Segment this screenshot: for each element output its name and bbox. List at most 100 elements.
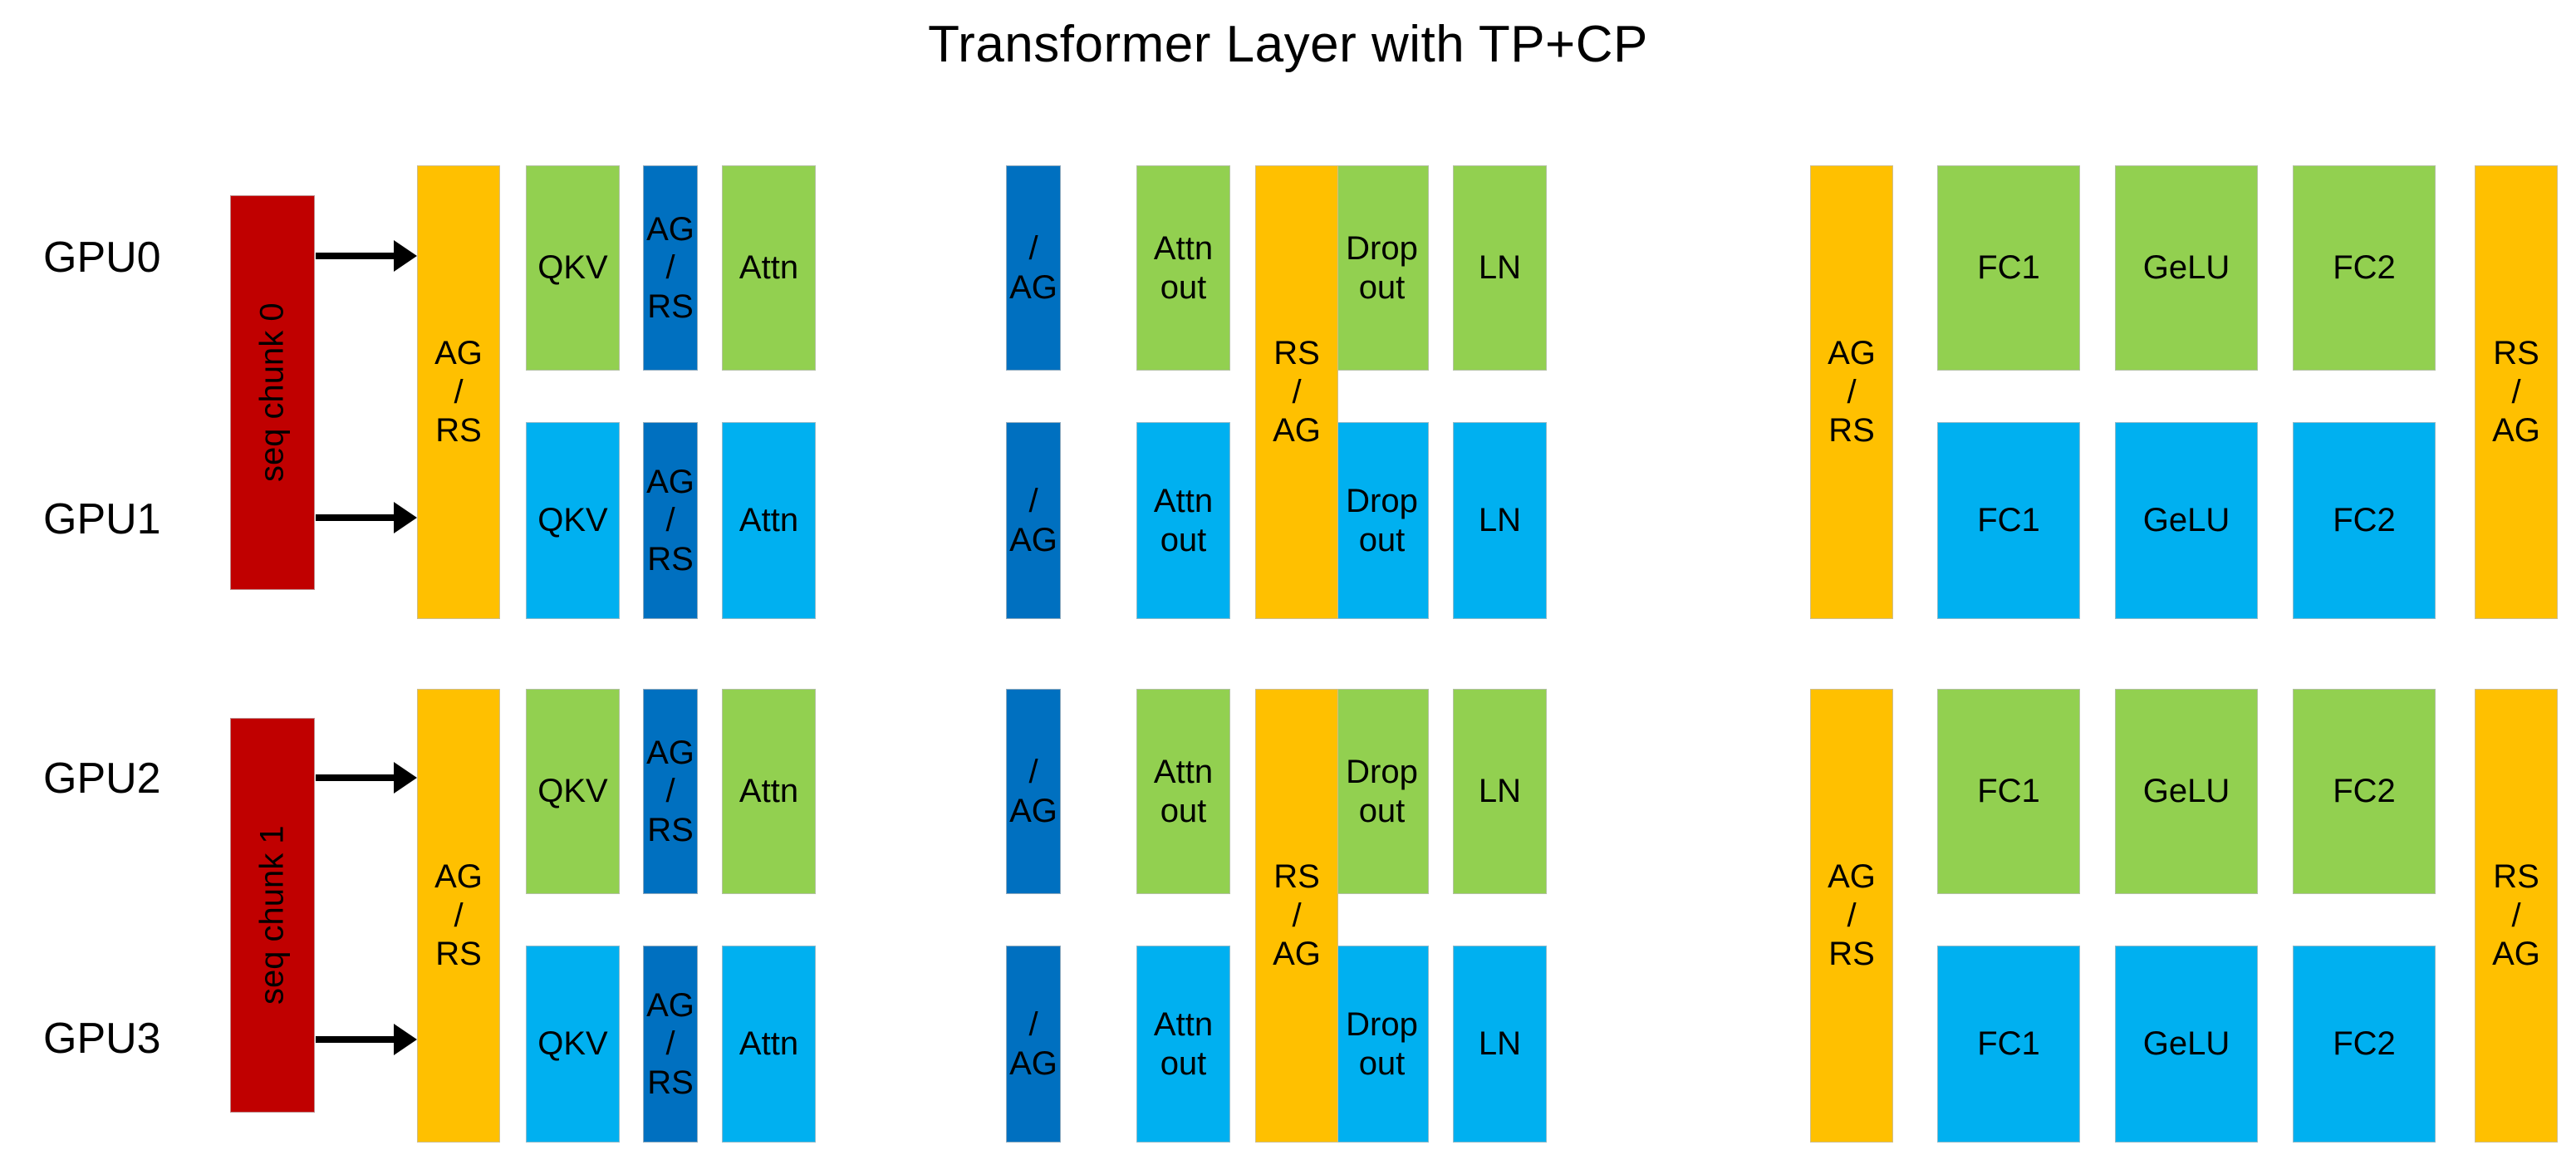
seq-chunk-1-box: seq chunk 1	[230, 718, 315, 1113]
block-label: Attn	[738, 1025, 799, 1063]
block-gpu0-attn-out: Attn out	[1136, 165, 1230, 371]
block-label: FC2	[2333, 1025, 2396, 1063]
block-label: / AG	[1009, 754, 1057, 829]
block-label: Drop out	[1346, 483, 1418, 558]
block-gpu3-dropout: Drop out	[1335, 946, 1429, 1143]
block-gpu3-qkv: QKV	[526, 946, 620, 1143]
block-gpu1-ag-rs-1: AG / RS	[643, 422, 698, 619]
block-label: QKV	[537, 502, 608, 539]
block-gpu2-fc1: FC1	[1937, 689, 2080, 894]
spanning-col-label: AG / RS	[434, 858, 483, 973]
block-label: Drop out	[1346, 230, 1418, 306]
block-gpu0-ln: LN	[1453, 165, 1547, 371]
block-label: FC2	[2333, 773, 2396, 810]
block-gpu3-ag-rs-1: AG / RS	[643, 946, 698, 1143]
spanning-col-rs-ag-out-bot: RS / AG	[2475, 689, 2558, 1143]
seq-chunk-1-label: seq chunk 1	[253, 825, 291, 1005]
block-gpu1-attn-out: Attn out	[1136, 422, 1230, 619]
block-gpu3-ln: LN	[1453, 946, 1547, 1143]
block-gpu0-attn: Attn	[722, 165, 816, 371]
spanning-col-rs-ag-out-top: RS / AG	[2475, 165, 2558, 619]
spanning-col-ag-rs-mlp-bot: AG / RS	[1810, 689, 1893, 1143]
block-gpu0-gelu: GeLU	[2115, 165, 2258, 371]
block-label: FC2	[2333, 249, 2396, 287]
block-gpu1-ln: LN	[1453, 422, 1547, 619]
page-title: Transformer Layer with TP+CP	[928, 16, 1648, 73]
block-label: FC1	[1977, 1025, 2040, 1063]
block-label: Attn	[738, 249, 799, 287]
block-label: GeLU	[2142, 249, 2230, 287]
block-label: Attn out	[1153, 230, 1214, 306]
block-gpu1-attn: Attn	[722, 422, 816, 619]
block-label: AG / RS	[646, 986, 694, 1101]
block-label: LN	[1478, 249, 1522, 287]
spanning-col-label: RS / AG	[1273, 335, 1321, 450]
block-label: AG / RS	[646, 734, 694, 848]
spanning-col-rs-ag-mid-top: RS / AG	[1255, 165, 1338, 619]
block-label: Drop out	[1346, 754, 1418, 829]
seq-chunk-0-box: seq chunk 0	[230, 195, 315, 590]
block-gpu2-attn-out: Attn out	[1136, 689, 1230, 894]
spanning-col-cp-ag-rs-in-top: AG / RS	[417, 165, 500, 619]
block-gpu0-ag-rs-1: AG / RS	[643, 165, 698, 371]
gpu-label-gpu1: GPU1	[43, 495, 161, 543]
block-label: LN	[1478, 1025, 1522, 1063]
block-gpu2-attn: Attn	[722, 689, 816, 894]
block-label: FC1	[1977, 502, 2040, 539]
block-label: GeLU	[2142, 1025, 2230, 1063]
block-gpu3-attn-out: Attn out	[1136, 946, 1230, 1143]
block-label: Attn	[738, 773, 799, 810]
input-arrow-gpu2	[316, 774, 395, 781]
gpu-label-gpu0: GPU0	[43, 233, 161, 282]
block-gpu0-qkv: QKV	[526, 165, 620, 371]
block-gpu2-ln: LN	[1453, 689, 1547, 894]
block-gpu3-fc1: FC1	[1937, 946, 2080, 1143]
block-gpu1-dropout: Drop out	[1335, 422, 1429, 619]
block-gpu0-fc2: FC2	[2293, 165, 2436, 371]
block-label: QKV	[537, 773, 608, 810]
block-label: Attn out	[1153, 1006, 1214, 1082]
block-label: FC1	[1977, 249, 2040, 287]
block-gpu0-fc1: FC1	[1937, 165, 2080, 371]
spanning-col-label: RS / AG	[2492, 858, 2540, 973]
block-label: FC1	[1977, 773, 2040, 810]
block-label: / AG	[1009, 230, 1057, 306]
block-gpu2-dropout: Drop out	[1335, 689, 1429, 894]
block-gpu3-fc2: FC2	[2293, 946, 2436, 1143]
block-gpu3-attn: Attn	[722, 946, 816, 1143]
block-gpu2-qkv: QKV	[526, 689, 620, 894]
block-label: / AG	[1009, 483, 1057, 558]
spanning-col-rs-ag-mid-bot: RS / AG	[1255, 689, 1338, 1143]
block-label: / AG	[1009, 1006, 1057, 1082]
spanning-col-ag-rs-mlp-top: AG / RS	[1810, 165, 1893, 619]
input-arrow-gpu3	[316, 1036, 395, 1043]
block-label: LN	[1478, 502, 1522, 539]
block-gpu3-ag-1: / AG	[1006, 946, 1061, 1143]
block-gpu2-ag-1: / AG	[1006, 689, 1061, 894]
block-label: LN	[1478, 773, 1522, 810]
gpu-label-gpu3: GPU3	[43, 1015, 161, 1063]
seq-chunk-0-label: seq chunk 0	[253, 302, 291, 483]
block-gpu1-fc2: FC2	[2293, 422, 2436, 619]
block-label: AG / RS	[646, 463, 694, 577]
spanning-col-label: AG / RS	[1828, 858, 1876, 973]
spanning-col-label: AG / RS	[434, 335, 483, 450]
spanning-col-label: RS / AG	[1273, 858, 1321, 973]
block-label: QKV	[537, 1025, 608, 1063]
block-gpu1-gelu: GeLU	[2115, 422, 2258, 619]
spanning-col-label: RS / AG	[2492, 335, 2540, 450]
block-label: FC2	[2333, 502, 2396, 539]
block-label: Drop out	[1346, 1006, 1418, 1082]
block-gpu1-qkv: QKV	[526, 422, 620, 619]
block-label: AG / RS	[646, 210, 694, 325]
block-label: GeLU	[2142, 502, 2230, 539]
spanning-col-label: AG / RS	[1828, 335, 1876, 450]
block-gpu1-fc1: FC1	[1937, 422, 2080, 619]
input-arrow-gpu0	[316, 253, 395, 259]
block-gpu2-ag-rs-1: AG / RS	[643, 689, 698, 894]
gpu-label-gpu2: GPU2	[43, 754, 161, 803]
block-gpu1-ag-1: / AG	[1006, 422, 1061, 619]
block-label: Attn	[738, 502, 799, 539]
block-gpu0-dropout: Drop out	[1335, 165, 1429, 371]
